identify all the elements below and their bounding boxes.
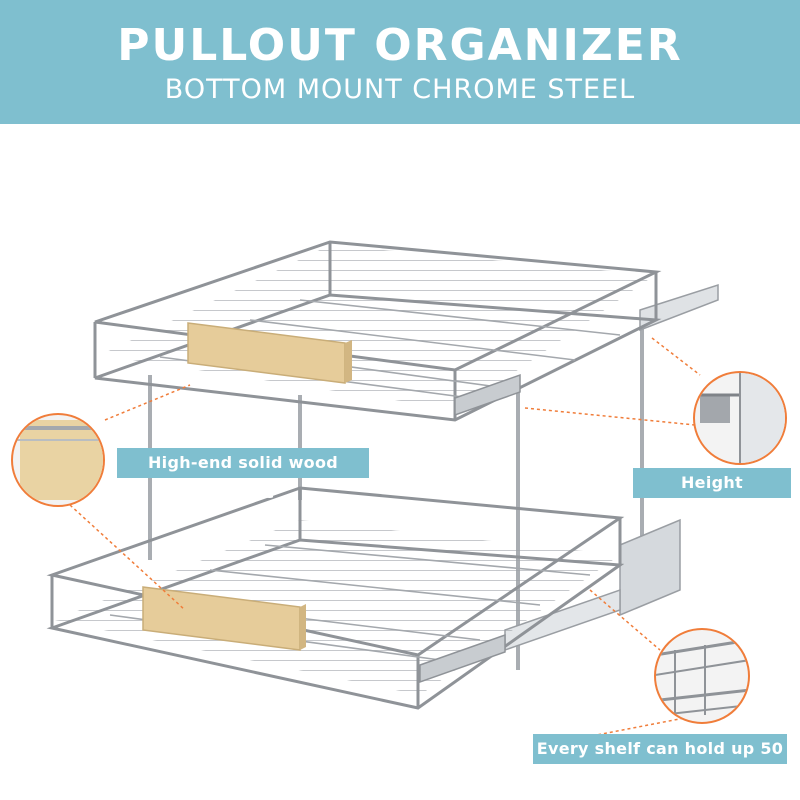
zoom-circle-basket <box>654 628 750 724</box>
top-basket <box>93 240 662 422</box>
callout-wood-handle: High-end solid wood handle <box>117 448 369 502</box>
side-rail-panels <box>504 283 719 652</box>
zoom-circle-wood-handle <box>11 413 105 507</box>
top-wood-handle <box>187 322 352 384</box>
header-banner: PULLOUT ORGANIZER BOTTOM MOUNT CHROME ST… <box>0 0 800 124</box>
bottom-wood-handle <box>142 586 306 651</box>
callout-shelf-capacity: Every shelf can hold up 50 lbs <box>533 734 787 788</box>
bottom-basket <box>46 486 625 710</box>
callout-height-adjustable: Height adjustable <box>633 468 791 522</box>
zoom-circle-rail <box>693 371 787 465</box>
page-subtitle: BOTTOM MOUNT CHROME STEEL <box>164 74 636 105</box>
page-title: PULLOUT ORGANIZER <box>117 20 683 71</box>
